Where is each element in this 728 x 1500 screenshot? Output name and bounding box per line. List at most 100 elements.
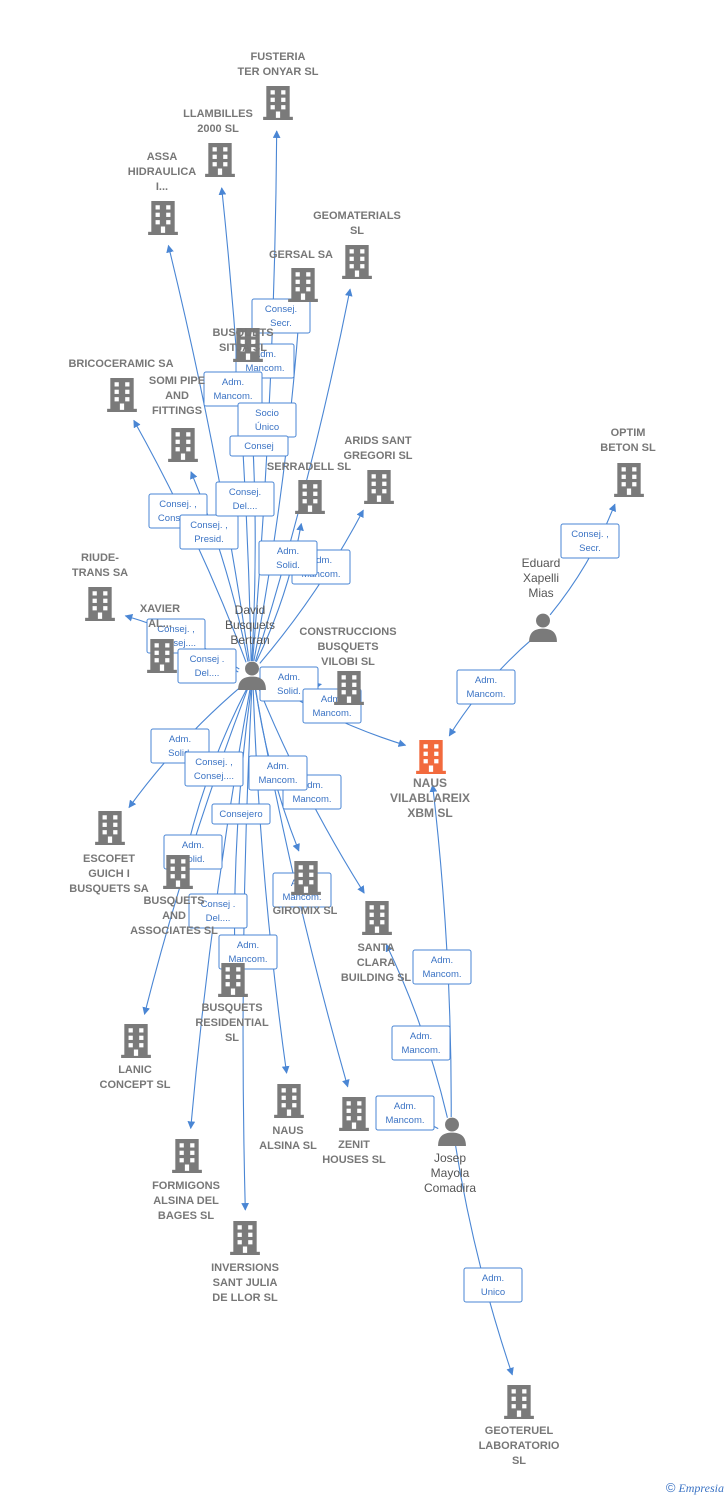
- relation-label-david-gersal-text: Secr.: [270, 318, 292, 329]
- relation-label-josep-naus_vilablareix-text: Mancom.: [422, 969, 461, 980]
- node-label-escofet: GUICH I: [88, 868, 130, 880]
- relation-label-eduard-optim[interactable]: Consej. ,Secr.: [560, 523, 620, 559]
- relation-label-josep-santa_clara[interactable]: Adm.Mancom.: [391, 1025, 451, 1061]
- edge-david-to-assa: [166, 244, 250, 662]
- relation-label-david-xavier[interactable]: Consej . Del....: [177, 648, 237, 684]
- relation-label-eduard-optim-text: Consej. ,: [571, 529, 609, 540]
- relation-label-david-gersal-text: Consej.: [265, 304, 297, 315]
- node-assa[interactable]: ASSAHIDRAULICAI...: [128, 151, 196, 235]
- node-label-formigons: ALSINA DEL: [153, 1195, 219, 1207]
- node-label-santa_clara: BUILDING SL: [341, 972, 412, 984]
- relation-label-eduard-naus_vilablareix-text: Adm.: [475, 675, 497, 686]
- empresia-watermark[interactable]: © Empresia: [666, 1480, 724, 1496]
- relation-label-extra-2[interactable]: Consej.Del....: [215, 481, 275, 517]
- relation-label-josep-naus_vilablareix-box: [412, 949, 472, 985]
- relation-label-david-inversions[interactable]: Adm.Mancom.: [218, 934, 278, 970]
- building-icon: [342, 245, 372, 279]
- node-label-david: Busquets: [225, 618, 275, 632]
- relation-label-josep-santa_clara-text: Mancom.: [401, 1045, 440, 1056]
- relation-label-david-serradell-text: Solid.: [276, 560, 300, 571]
- relation-label-david-xavier-text: Consej .: [190, 654, 225, 665]
- node-label-somi: AND: [165, 390, 189, 402]
- node-label-escofet: ESCOFET: [83, 853, 135, 865]
- node-label-inversions: SANT JULIA: [213, 1277, 278, 1289]
- edge-eduard-to-optim: [549, 503, 616, 616]
- relation-label-david-serradell[interactable]: Adm.Solid.: [258, 540, 318, 576]
- node-label-fusteria: TER ONYAR SL: [238, 66, 319, 78]
- node-giromix[interactable]: GIROMIX SL: [273, 861, 338, 917]
- node-label-busquets_residential: RESIDENTIAL: [195, 1017, 269, 1029]
- node-bricoceramic[interactable]: BRICOCERAMIC SA: [68, 358, 174, 412]
- node-label-llambilles: 2000 SL: [197, 123, 239, 135]
- relation-label-david-xavier-text: Del....: [195, 668, 220, 679]
- edge-david-to-arids: [259, 509, 364, 664]
- relation-label-david-naus_alsina-text: Mancom.: [282, 892, 321, 903]
- node-label-assa: HIDRAULICA: [128, 166, 196, 178]
- node-label-busquets_assoc: BUSQUETS: [143, 895, 204, 907]
- building-icon: [288, 268, 318, 302]
- copyright-symbol: ©: [665, 1480, 676, 1495]
- edge-david-to-gersal: [253, 312, 303, 662]
- relation-label-extra-0[interactable]: Adm.Mancom.: [203, 371, 263, 407]
- relation-label-extra-2-text: Consej.: [229, 487, 261, 498]
- relation-label-david-somi[interactable]: Consej. ,Presid.: [179, 514, 239, 550]
- node-gersal[interactable]: GERSAL SA: [269, 249, 333, 302]
- node-label-josep: Comadira: [424, 1181, 476, 1195]
- node-label-riude: TRANS SA: [72, 567, 128, 579]
- node-label-somi: FITTINGS: [152, 405, 202, 417]
- relation-label-david-xavier-box: [177, 648, 237, 684]
- node-label-xavier: AL...: [148, 618, 172, 630]
- relation-label-david-formigons[interactable]: Consej .Del....: [188, 893, 248, 929]
- relation-label-david-busquets_assoc[interactable]: Consej. ,Consej....: [184, 751, 244, 787]
- relation-label-eduard-naus_vilablareix[interactable]: Adm.Mancom.: [456, 669, 516, 705]
- person-icon: [529, 613, 557, 642]
- building-icon: [85, 587, 115, 621]
- node-escofet[interactable]: ESCOFET GUICH I BUSQUETS SA: [69, 811, 149, 895]
- node-serradell[interactable]: SERRADELL SL: [267, 461, 351, 514]
- building-icon: [274, 1084, 304, 1118]
- edge-josep-to-geoteruel: [454, 1144, 514, 1376]
- relation-label-josep-zenit[interactable]: Adm.Mancom.: [375, 1095, 435, 1131]
- relation-label-david-santa_clara[interactable]: Adm.Mancom.: [248, 755, 308, 791]
- relation-label-josep-naus_vilablareix-text: Adm.: [431, 955, 453, 966]
- relation-label-josep-geoteruel[interactable]: Adm.Unico: [463, 1267, 523, 1303]
- relation-label-david-gersal-box: [251, 298, 311, 334]
- relation-label-david-busquets_residential[interactable]: Consejero: [211, 803, 271, 825]
- node-riude[interactable]: RIUDE-TRANS SA: [72, 552, 128, 621]
- relation-label-david-giromix-text: Mancom.: [292, 794, 331, 805]
- node-xavier[interactable]: XAVIERAL...: [140, 603, 180, 673]
- relation-label-josep-naus_vilablareix[interactable]: Adm. Mancom.: [412, 949, 472, 985]
- relation-label-extra-3[interactable]: Consej: [229, 435, 289, 457]
- building-icon: [295, 480, 325, 514]
- node-label-inversions: DE LLOR SL: [212, 1292, 278, 1304]
- node-label-escofet: BUSQUETS SA: [69, 883, 149, 895]
- node-label-geomaterials: SL: [350, 225, 364, 237]
- building-icon: [362, 901, 392, 935]
- relation-label-david-arids-text: Mancom.: [301, 569, 340, 580]
- relation-label-david-gersal[interactable]: Consej. Secr.: [251, 298, 311, 334]
- relation-label-eduard-naus_vilablareix-box: [456, 669, 516, 705]
